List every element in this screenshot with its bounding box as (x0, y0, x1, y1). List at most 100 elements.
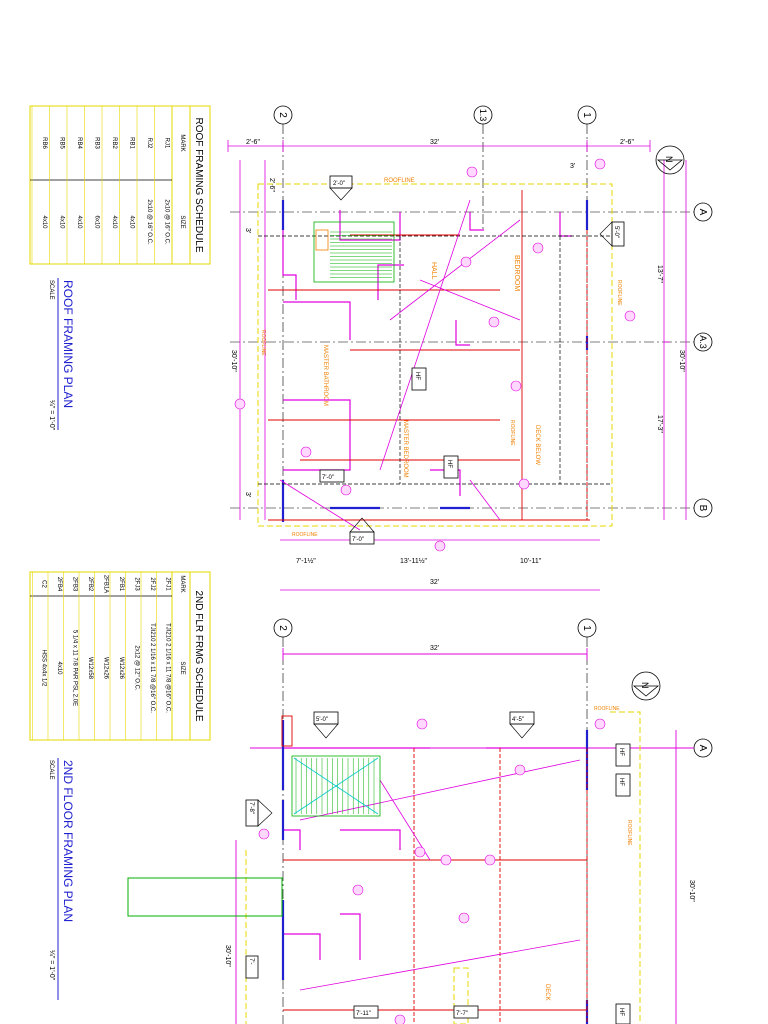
svg-text:HF: HF (414, 372, 420, 380)
roof-dim-13-7: 13'-7" (656, 265, 663, 283)
floor-grid-1: 1 (581, 625, 592, 631)
roof-dim-2-6-side: 2'-6" (268, 178, 275, 192)
floor-plan-title: 2ND FLOOR FRAMING PLAN (61, 760, 75, 922)
floor-scale-value: ¼" = 1'-0" (48, 950, 55, 981)
floor-dim-32: 32' (430, 645, 439, 652)
floor-tag-7-11: 7'-11" (353, 1005, 379, 1019)
roof-dim-2-6-right: 2'-6" (620, 139, 634, 146)
floor-north-arrow: N (631, 671, 661, 701)
roof-dim-2-6-left: 2'-6" (246, 139, 260, 146)
roof-schedule-col-mark: MARK (179, 134, 185, 151)
roof-scale-value: ¼" = 1'-0" (48, 400, 55, 431)
roof-roofline-bottom: ROOFLINE (292, 532, 318, 538)
svg-text:7'-0": 7'-0" (322, 475, 334, 481)
floor-tag-7-8: 7'-8" (245, 799, 273, 827)
floor-schedule-col-size: SIZE (179, 661, 185, 674)
roof-hf-box-1: HF (411, 367, 427, 391)
roof-room-master-bed: MASTER BEDROOM (402, 420, 408, 478)
floor-roofline-top: ROOFLINE (594, 706, 620, 712)
svg-text:N: N (640, 682, 650, 689)
floor-grid-a: A (697, 745, 708, 752)
floor-roofline-right: ROOFLINE (626, 820, 632, 846)
svg-text:2'-0": 2'-0" (333, 181, 345, 187)
roof-dim-32-bottom: 32' (430, 579, 439, 586)
roof-framing-plan: 2 1.3 1 A A.3 B (227, 105, 713, 591)
floor-schedule-row-mark-4: 2FB1A (102, 575, 108, 593)
floor-schedule-row-size-3: W12x26 (118, 657, 124, 680)
svg-text:5'-0": 5'-0" (316, 717, 328, 723)
roof-schedule-row-size-6: 4x10 (58, 215, 64, 229)
roof-room-master-bath: MASTER BATHROOM (322, 345, 328, 406)
roof-tag-5-0: 5'-0" (599, 221, 625, 247)
floor-schedule-row-mark-7: 2FB4 (56, 577, 62, 592)
floor-tag-7-left: 7'- (245, 955, 259, 979)
roof-schedule-row-size-4: 6x10 (93, 215, 99, 229)
roof-schedule-row-mark-1: RJ2 (146, 138, 152, 149)
floor-schedule-row-size-8: HSS 4x4x 1/2 (40, 650, 46, 687)
floor-schedule-row-mark-6: 2FB3 (71, 577, 77, 592)
floor-schedule-row-mark-1: 2FJ2 (149, 577, 155, 591)
roof-framing-schedule: ROOF FRAMING SCHEDULE MARK SIZE RJ12x10 … (29, 105, 211, 265)
roof-dim-32: 32' (430, 139, 439, 146)
floor-framing-schedule: 2ND FLR FRMG SCHEDULE MARK SIZE 2FJ1TJI2… (29, 571, 211, 741)
svg-text:7'-8": 7'-8" (248, 802, 254, 814)
roof-roofline-right: ROOFLINE (616, 280, 622, 306)
floor-schedule-row-mark-3: 2FB1 (118, 577, 124, 592)
floor-schedule-row-mark-8: C2 (40, 580, 46, 588)
roof-tag-2-0: 2'-0" (329, 175, 353, 201)
roof-plan-title-block: ROOF FRAMING PLAN SCALE ¼" = 1'-0" (48, 278, 75, 431)
roof-grid-b: B (697, 505, 708, 512)
roof-north-arrow: N (655, 145, 685, 175)
floor-tag-7-7: 7'-7" (453, 1005, 479, 1019)
roof-schedule-row-mark-5: RB4 (76, 137, 82, 149)
roof-schedule-row-size-7: 4x10 (41, 215, 47, 229)
roof-schedule-row-mark-3: RB2 (111, 137, 117, 149)
floor-dim-30-10: 30'-10" (688, 880, 695, 902)
roof-schedule-row-mark-0: RJ1 (163, 138, 169, 149)
svg-text:7'-0": 7'-0" (352, 537, 364, 543)
roof-scale-label: SCALE (48, 280, 54, 300)
floor-room-deck: DECK (544, 984, 550, 1001)
roof-room-bedroom: BEDROOM (513, 255, 520, 291)
roof-dim-30-10: 30'-10" (230, 350, 237, 372)
roof-dim-13-11: 13'-11½" (400, 557, 428, 565)
roof-tag-7-0-b: 7'-0" (349, 517, 375, 545)
roof-roofline-top: ROOFLINE (384, 178, 415, 184)
roof-roofline-left: ROOFLINE (260, 330, 266, 356)
roof-grid-1: 1 (581, 112, 592, 118)
svg-text:HF: HF (618, 1008, 624, 1016)
roof-dim-30-10-right: 30'-10" (678, 350, 685, 372)
floor-schedule-row-size-4: W12x26 (102, 657, 108, 680)
roof-dim-3-c: 3' (570, 163, 575, 170)
roof-schedule-row-size-5: 4x10 (76, 215, 82, 229)
roof-schedule-row-size-2: 4x10 (128, 215, 134, 229)
floor-dim-30-10-left: 30'-10" (224, 945, 231, 967)
roof-dim-3-b: 3' (244, 492, 251, 497)
floor-tag-4-5: 4'-5" (509, 711, 535, 739)
roof-schedule-row-mark-4: RB3 (93, 137, 99, 149)
floor-schedule-row-size-0: TJI210 2 1/16 x 11 7/8 @16" O.C. (164, 623, 170, 713)
roof-grid-1-3: 1.3 (478, 109, 488, 122)
roof-schedule-title: ROOF FRAMING SCHEDULE (193, 117, 204, 252)
roof-staircase (313, 221, 395, 283)
svg-text:7'-7": 7'-7" (456, 1011, 468, 1017)
roof-tag-7-0-a: 7'-0" (319, 469, 345, 483)
floor-framing-plan: 2 1 A 32' 30'-10" 30'-10" ROOFLINE ROOFL… (127, 618, 713, 1024)
floor-hf-box-2: HF (615, 773, 631, 797)
floor-schedule-row-mark-2: 2FJ3 (133, 577, 139, 591)
roof-hf-box-2: HF (443, 455, 459, 479)
floor-schedule-title: 2ND FLR FRMG SCHEDULE (193, 590, 204, 721)
svg-text:4'-5": 4'-5" (512, 717, 524, 723)
svg-text:N: N (664, 156, 674, 163)
roof-schedule-row-mark-6: RB5 (58, 137, 64, 149)
floor-tag-5-0: 5'-0" (313, 711, 339, 739)
svg-text:HF: HF (618, 778, 624, 786)
roof-room-hall: HALL (430, 262, 437, 280)
roof-dim-7-1-2: 7'-1½" (296, 557, 316, 565)
svg-text:7'-11": 7'-11" (356, 1011, 371, 1017)
svg-text:HF: HF (618, 748, 624, 756)
floor-staircase (291, 755, 381, 817)
floor-schedule-row-size-1: TJI210 2 1/16 x 11 7/8 @16" O.C. (149, 623, 155, 713)
